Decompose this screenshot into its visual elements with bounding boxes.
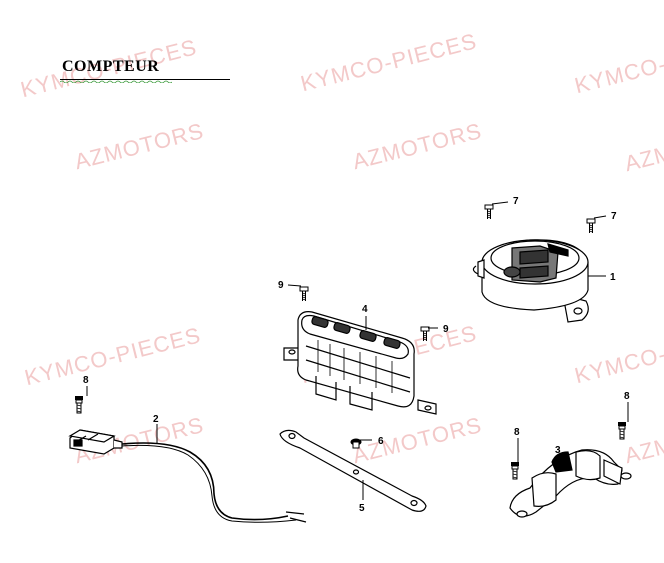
title-underline <box>60 79 230 80</box>
callout-2: 2 <box>153 414 159 425</box>
screw-7b <box>586 218 596 234</box>
part-4-indicator-bar <box>283 311 437 415</box>
part-1-speedometer <box>472 239 589 323</box>
leader-lines <box>86 201 629 500</box>
nut-6 <box>350 438 362 449</box>
callout-8: 8 <box>83 375 89 386</box>
part-3-cover <box>509 449 632 518</box>
callout-6: 6 <box>378 436 384 447</box>
bolt-8c <box>617 421 627 440</box>
bolt-8b <box>510 461 520 480</box>
callout-9: 9 <box>278 280 284 291</box>
callout-8: 8 <box>624 391 630 402</box>
callout-3: 3 <box>555 445 561 456</box>
callout-9: 9 <box>443 324 449 335</box>
callout-7: 7 <box>611 211 617 222</box>
title-squiggle <box>60 80 172 83</box>
part-5-bracket <box>279 429 427 512</box>
callout-8: 8 <box>514 427 520 438</box>
callout-4: 4 <box>362 304 368 315</box>
callout-1: 1 <box>610 272 616 283</box>
screw-9a <box>299 286 309 302</box>
screw-7a <box>484 204 494 220</box>
bolt-8a <box>74 395 84 414</box>
callout-5: 5 <box>359 503 365 514</box>
screw-9b <box>420 326 430 342</box>
callout-7: 7 <box>513 196 519 207</box>
part-2-sensor-cable <box>68 429 307 523</box>
page-title: COMPTEUR <box>62 58 160 75</box>
